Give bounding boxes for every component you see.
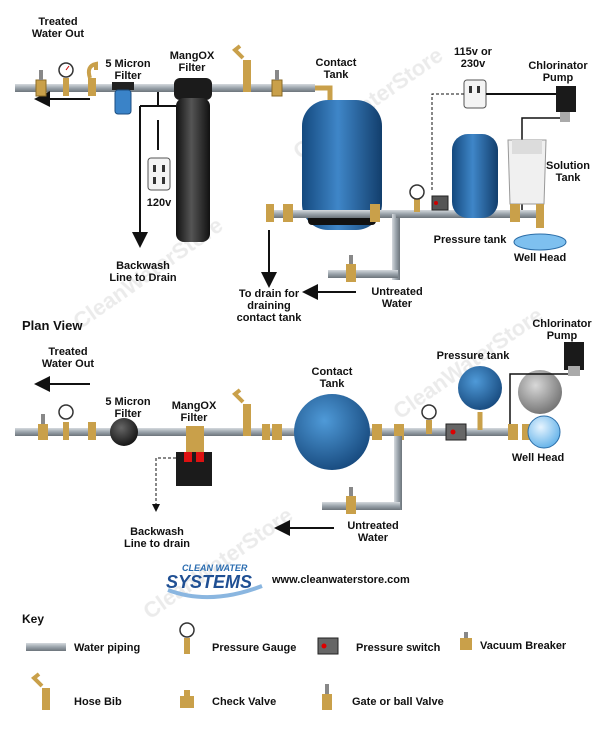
plan-mangox-filter (176, 426, 212, 486)
top-pressure-gauge-1 (58, 62, 74, 96)
plan-well-valves (508, 424, 532, 440)
key-water-piping-icon (26, 643, 66, 651)
key-label-pressure-switch: Pressure switch (356, 642, 441, 654)
top-well-head (513, 233, 567, 251)
plan-hose-bib-2 (232, 388, 251, 436)
key-vacuum-breaker-icon (460, 632, 472, 650)
top-contact-pipe (315, 85, 333, 100)
plan-view-heading: Plan View (22, 318, 83, 333)
top-dashed-wire (431, 93, 464, 190)
plan-chlorinator-pump (564, 342, 584, 376)
logo-line1: CLEAN WATER (182, 563, 248, 573)
top-pressure-tank (452, 134, 498, 218)
plan-pressure-tank (458, 366, 502, 410)
top-pressure-switch (431, 195, 449, 211)
top-mangox-filter (174, 78, 212, 242)
top-micron-filter (112, 82, 134, 115)
plan-well-head (527, 415, 561, 449)
key-pressure-gauge-icon (179, 622, 195, 654)
top-hose-bib-1 (86, 61, 98, 96)
plan-valves-right (372, 424, 404, 440)
key-pressure-switch-icon (317, 637, 339, 655)
plan-untreated-pipe (322, 502, 400, 510)
top-well-valves (510, 204, 544, 228)
key-label-gate-valve: Gate or ball Valve (352, 696, 444, 708)
top-solution-tank (507, 139, 547, 205)
key-check-valve-icon (180, 690, 194, 708)
top-untreated-pipe (328, 270, 398, 278)
plan-pressure-switch (445, 423, 467, 441)
plan-pressure-gauge-2 (421, 404, 437, 434)
top-chlorinator-pump (556, 86, 576, 122)
top-untreated-valve (346, 255, 356, 282)
key-hose-bib-icon (31, 672, 50, 710)
plan-micron-filter (110, 418, 138, 446)
top-well-head-label: Well Head (513, 252, 567, 264)
top-gate-valve-1 (35, 70, 47, 97)
top-outlet-120v-label: 120v (146, 197, 172, 209)
plan-pressure-tank-label: Pressure tank (436, 350, 510, 362)
logo-swoosh (167, 584, 263, 600)
plan-gate-valve-1 (38, 414, 48, 440)
top-main-pipe (15, 84, 315, 92)
key-label-water-piping: Water piping (74, 642, 141, 654)
plan-contact-tank (294, 394, 370, 470)
plan-solution-tank (518, 370, 562, 414)
top-pressure-gauge-2 (409, 184, 425, 212)
logo-url: www.cleanwaterstore.com (272, 574, 410, 586)
plan-pressure-gauge-1 (58, 404, 74, 440)
plan-backwash-line (152, 457, 176, 512)
plan-well-head-label: Well Head (511, 452, 565, 464)
top-drain-valves (266, 204, 380, 222)
plan-gate-valves-2 (262, 424, 282, 440)
plan-hose-bib-1 (88, 422, 96, 440)
plan-feed-tube (509, 373, 568, 428)
key-label-hose-bib: Hose Bib (74, 696, 122, 708)
top-untreated-vertical (392, 214, 400, 280)
top-outlet-120v (147, 120, 171, 191)
key-label-check-valve: Check Valve (212, 696, 277, 708)
key-label-vacuum-breaker: Vacuum Breaker (480, 640, 567, 652)
top-outlet-115-230 (463, 79, 487, 109)
key-heading: Key (22, 612, 45, 626)
plan-untreated-valve (346, 487, 356, 514)
top-pressure-tank-label: Pressure tank (433, 234, 507, 246)
plan-untreated-vertical (394, 436, 402, 510)
logo-line2: SYSTEMS (166, 572, 253, 592)
key-label-pressure-gauge: Pressure Gauge (212, 642, 297, 654)
top-gate-valve-2 (271, 70, 283, 97)
key-gate-valve-icon (322, 684, 332, 710)
top-hose-bib-2 (232, 44, 251, 92)
